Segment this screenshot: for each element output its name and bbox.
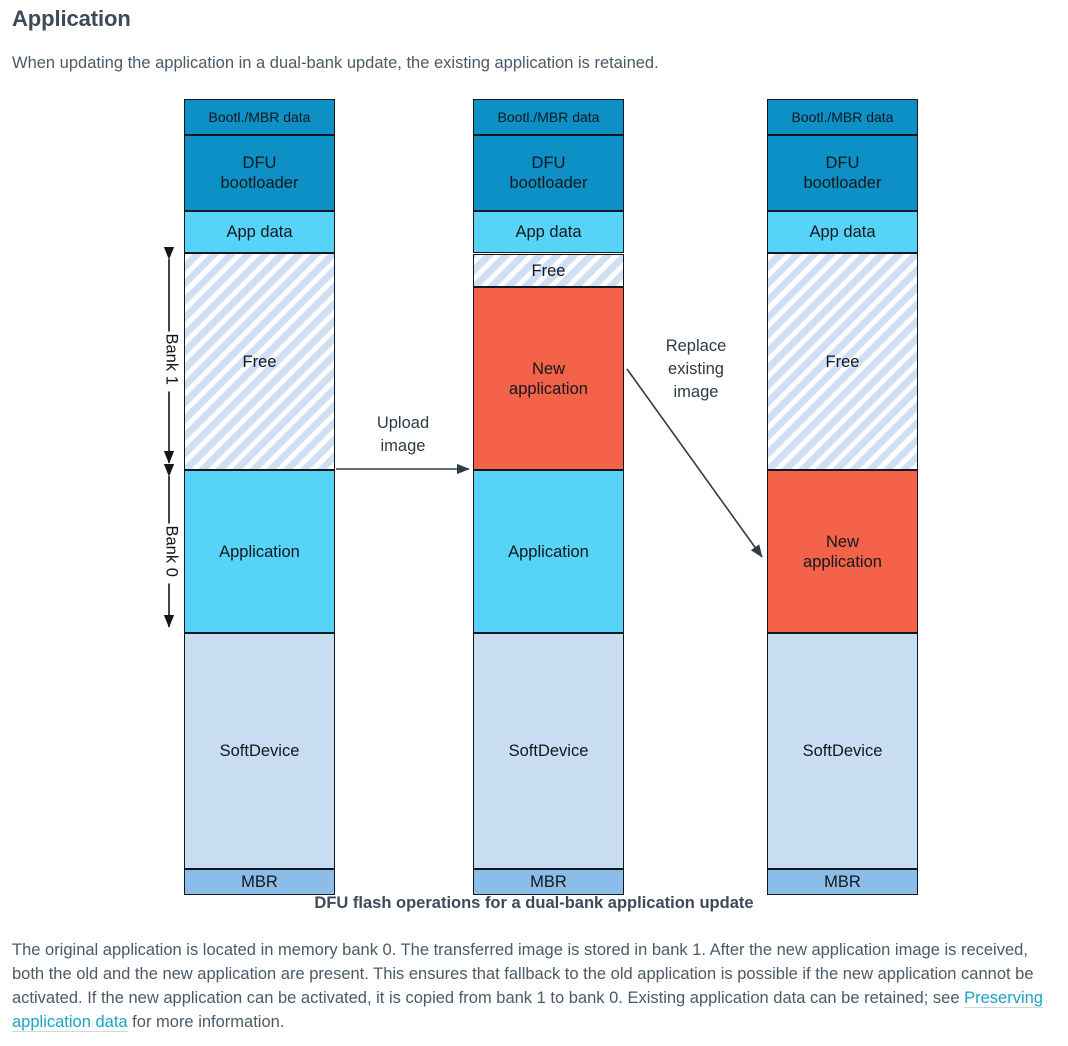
replace-existing-image-label: Replace existing image [665, 337, 727, 401]
bank-label-bank1: Bank 1 [161, 331, 181, 392]
block-softdevice-c1: SoftDevice [473, 633, 624, 869]
block-label: New application [509, 359, 588, 398]
block-softdevice-c0: SoftDevice [184, 633, 335, 869]
block-label: DFU bootloader [509, 154, 588, 192]
block-application-c0: Application [184, 470, 335, 633]
body-paragraph: The original application is located in m… [12, 938, 1060, 1034]
block-app-data-c0: App data [184, 211, 335, 253]
block-label: DFU bootloader [220, 154, 299, 192]
block-dfu-bootloader-c2: DFU bootloader [767, 135, 918, 211]
preserving-application-data-link[interactable]: Preserving application data [12, 989, 1043, 1032]
block-dfu-bootloader-c0: DFU bootloader [184, 135, 335, 211]
block-mbr-c0: MBR [184, 869, 335, 895]
intro-paragraph: When updating the application in a dual-… [12, 54, 659, 72]
figure-caption: DFU flash operations for a dual-bank app… [314, 894, 754, 912]
block-free-c2: Free [767, 253, 918, 470]
block-dfu-bootloader-c1: DFU bootloader [473, 135, 624, 211]
block-bootloader-data-c2: Bootl./MBR data [767, 99, 918, 135]
block-application-c1: Application [473, 470, 624, 633]
block-label: DFU bootloader [803, 154, 882, 192]
block-label: New application [803, 532, 882, 571]
block-softdevice-c2: SoftDevice [767, 633, 918, 869]
body-text-part2: for more information. [127, 1013, 285, 1031]
block-new-application-c1: New application [473, 287, 624, 470]
upload-image-label: Upload image [376, 414, 430, 455]
block-bootloader-data-c1: Bootl./MBR data [473, 99, 624, 135]
block-free-c1: Free [473, 254, 624, 287]
block-free-c0: Free [184, 253, 335, 470]
block-mbr-c2: MBR [767, 869, 918, 895]
body-text-part1: The original application is located in m… [12, 941, 1034, 1007]
page-title: Application [12, 6, 131, 31]
block-new-application-c2: New application [767, 470, 918, 633]
block-app-data-c1: App data [473, 211, 624, 253]
block-mbr-c1: MBR [473, 869, 624, 895]
block-bootloader-data-c0: Bootl./MBR data [184, 99, 335, 135]
block-app-data-c2: App data [767, 211, 918, 253]
bank-label-bank0: Bank 0 [161, 523, 181, 584]
